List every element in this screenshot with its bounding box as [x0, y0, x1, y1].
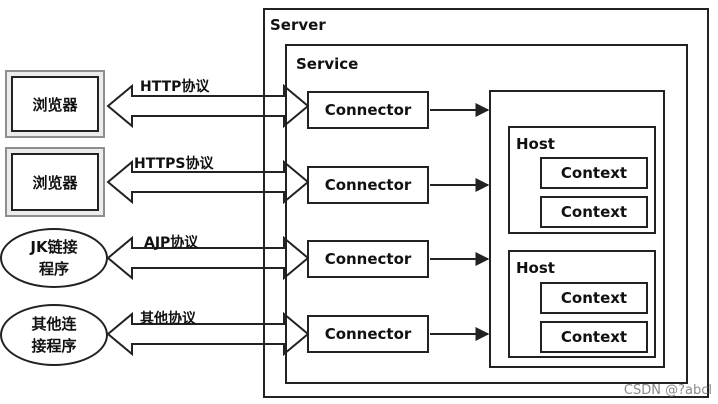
engine-box — [489, 90, 665, 368]
client-other-program: 其他连 接程序 — [0, 304, 108, 366]
client-other-label-line2: 接程序 — [31, 337, 77, 355]
client-browser-2: 浏览器 — [5, 147, 105, 217]
client-browser-2-label: 浏览器 — [11, 153, 99, 211]
server-box — [263, 8, 709, 398]
service-label: Service — [296, 55, 359, 73]
protocol-label-http: HTTP协议 — [140, 79, 210, 95]
context-box: Context — [540, 196, 648, 228]
context-box: Context — [540, 321, 648, 353]
host-label-2: Host — [516, 259, 555, 277]
csdn-watermark: CSDN @?abcl — [623, 383, 712, 398]
protocol-label-https: HTTPS协议 — [134, 156, 214, 172]
protocol-label-ajp: AJP协议 — [144, 235, 199, 251]
client-browser-1: 浏览器 — [5, 70, 105, 138]
context-box: Context — [540, 282, 648, 314]
connector-box-2: Connector — [307, 166, 429, 204]
client-jk-label-line1: JK链接 — [30, 238, 78, 256]
service-box — [285, 44, 688, 384]
context-box: Context — [540, 157, 648, 189]
host-label-1: Host — [516, 135, 555, 153]
connector-box-3: Connector — [307, 240, 429, 278]
client-jk-label-line2: 程序 — [38, 260, 69, 278]
connector-box-4: Connector — [307, 315, 429, 353]
server-label: Server — [270, 16, 326, 34]
client-jk-connector: JK链接 程序 — [0, 228, 108, 288]
client-browser-1-label: 浏览器 — [11, 76, 99, 132]
client-other-label-line1: 其他连 — [31, 315, 77, 333]
protocol-label-other: 其他协议 — [140, 311, 196, 327]
connector-box-1: Connector — [307, 91, 429, 129]
